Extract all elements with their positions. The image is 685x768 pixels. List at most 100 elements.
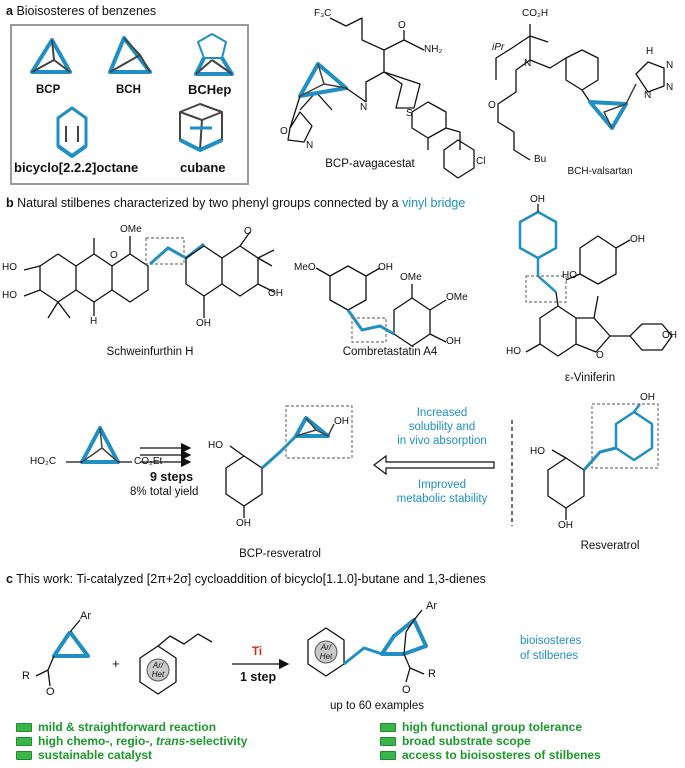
atom-h-tetrazole: H	[646, 46, 654, 57]
bcp-diester-structure	[66, 426, 132, 464]
arrow-text-bottom: Improved metabolic stability	[382, 478, 502, 506]
atom-ho-r1: HO	[530, 446, 545, 457]
bcp-structure	[30, 38, 72, 74]
atom-n-vals: N	[524, 58, 532, 69]
atom-r-reactant: R	[22, 670, 30, 682]
atom-ho2c: HO₂C	[30, 456, 57, 467]
arrow-bottom-line-1: Improved	[418, 479, 466, 491]
atom-n-tet3: N	[644, 90, 652, 101]
plus-sign: +	[112, 656, 120, 671]
schweinfurthin-vinyl-box	[145, 237, 185, 265]
bch-structure	[108, 36, 152, 74]
feature-text-tail: -selectivity	[185, 734, 248, 748]
feature-text: access to bioisosteres of stilbenes	[402, 748, 601, 762]
atom-n-tet1: N	[666, 60, 674, 71]
atom-ho-br1: HO	[208, 440, 223, 451]
bioisosteres-label: bioisosteres of stilbenes	[520, 634, 581, 664]
features-right: high functional group tolerance broad su…	[380, 720, 601, 762]
feature-text: high functional group tolerance	[402, 720, 582, 734]
atom-o-product: O	[402, 684, 411, 696]
atom-ome-s: OMe	[120, 224, 142, 235]
section-c-title: This work: Ti-catalyzed [2π+2σ] cycloadd…	[16, 572, 486, 586]
combretastatin-vinyl-box	[351, 317, 387, 343]
atom-n1: N	[360, 102, 368, 113]
valsartan-structure	[495, 24, 665, 161]
combretastatin-vinyl	[346, 309, 395, 336]
ar-het-reactant-2: Het	[151, 670, 165, 679]
feature-text: broad substrate scope	[402, 734, 531, 748]
resveratrol-box	[591, 403, 659, 469]
label-bch: BCH	[116, 84, 141, 96]
atom-o2: O	[280, 126, 288, 137]
arrow-top-line-2: solubility and	[408, 421, 476, 433]
section-a-heading: a Bioisosteres of benzenes	[6, 4, 156, 18]
valsartan-bch-core	[588, 100, 628, 130]
atom-nh2: NH₂	[424, 44, 443, 55]
section-c-heading: c This work: Ti-catalyzed [2π+2σ] cycloa…	[6, 572, 486, 586]
atom-oh-c2: OH	[446, 336, 461, 347]
atom-oh-r2: OH	[558, 520, 573, 531]
atom-o-reactant: O	[46, 686, 55, 698]
atom-ome-c1: OMe	[400, 272, 422, 283]
hollow-arrow	[373, 454, 495, 476]
atom-oh-v2: OH	[630, 234, 645, 245]
yield-label: 8% total yield	[130, 486, 199, 498]
atom-n2: N	[306, 140, 314, 151]
atom-h-s: H	[90, 316, 98, 327]
resveratrol-structure	[547, 449, 585, 520]
features-left: mild & straightforward reaction high che…	[16, 720, 247, 762]
atom-o-s: O	[110, 250, 118, 261]
bioisostere-box	[10, 24, 249, 185]
atom-o-s2: O	[244, 226, 252, 237]
ar-het-reactant: Ar/ Het	[146, 661, 170, 679]
green-bullet-icon	[380, 750, 396, 760]
arrow-bottom-line-2: metabolic stability	[396, 493, 488, 505]
label-bicyclooctane: bicyclo[2.2.2]octane	[14, 160, 139, 175]
atom-bu: Bu	[534, 154, 547, 165]
feature-item: access to bioisosteres of stilbenes	[380, 748, 601, 762]
ar-het-product-2: Het	[319, 652, 333, 661]
bicyclooctane-structure	[56, 106, 88, 158]
schweinfurthin-structure	[23, 236, 149, 319]
green-bullet-icon	[16, 750, 32, 760]
diene-reactant	[139, 633, 213, 695]
atom-oh-c1: OH	[378, 262, 393, 273]
atom-oh-br2: OH	[236, 518, 251, 529]
feature-item: broad substrate scope	[380, 734, 601, 748]
atom-ho-s1: HO	[2, 262, 17, 273]
atom-ho-v2: HO	[506, 346, 521, 357]
avagacestat-bcp-core	[298, 62, 348, 98]
feature-text: high chemo-, regio-,	[38, 734, 157, 748]
section-b-letter: b	[6, 196, 14, 210]
atom-ome-c2: OMe	[446, 292, 468, 303]
section-a-title: Bioisosteres of benzenes	[16, 4, 157, 18]
combretastatin-structure	[315, 265, 447, 347]
feature-item: high chemo-, regio-, trans-selectivity	[16, 734, 247, 748]
green-bullet-icon	[16, 722, 32, 732]
green-bullet-icon	[380, 722, 396, 732]
steps-label: 9 steps	[150, 470, 194, 484]
atom-oh-r3: OH	[640, 392, 655, 403]
bcb-reactant	[35, 619, 90, 687]
name-valsartan: BCH-valsartan	[567, 166, 633, 177]
section-b-heading: b Natural stilbenes characterized by two…	[6, 196, 465, 210]
label-cubane: cubane	[180, 160, 226, 175]
atom-oh-v3: OH	[662, 330, 677, 341]
viniferin-vinyl-box	[525, 275, 567, 303]
bcp-resveratrol-structure	[225, 445, 263, 518]
atom-oh-s1: OH	[196, 318, 211, 329]
name-combretastatin: Combretastatin A4	[342, 346, 438, 358]
green-bullet-icon	[380, 736, 396, 746]
arrow-text-top: Increased solubility and in vivo absorpt…	[382, 406, 502, 448]
atom-cf3: F₃C	[314, 8, 332, 19]
bioisosteres-line-1: bioisosteres	[520, 635, 582, 647]
section-b-highlight: vinyl bridge	[402, 196, 466, 210]
atom-n-tet2: N	[666, 82, 674, 93]
atom-oh-s2: OH	[268, 288, 283, 299]
feature-text-italic: trans	[156, 734, 186, 748]
feature-text: mild & straightforward reaction	[38, 720, 217, 734]
atom-o-v: O	[596, 350, 604, 361]
ar-het-reactant-1: Ar/	[152, 661, 164, 670]
feature-item: sustainable catalyst	[16, 748, 247, 762]
atom-co2h: CO₂H	[522, 8, 549, 19]
